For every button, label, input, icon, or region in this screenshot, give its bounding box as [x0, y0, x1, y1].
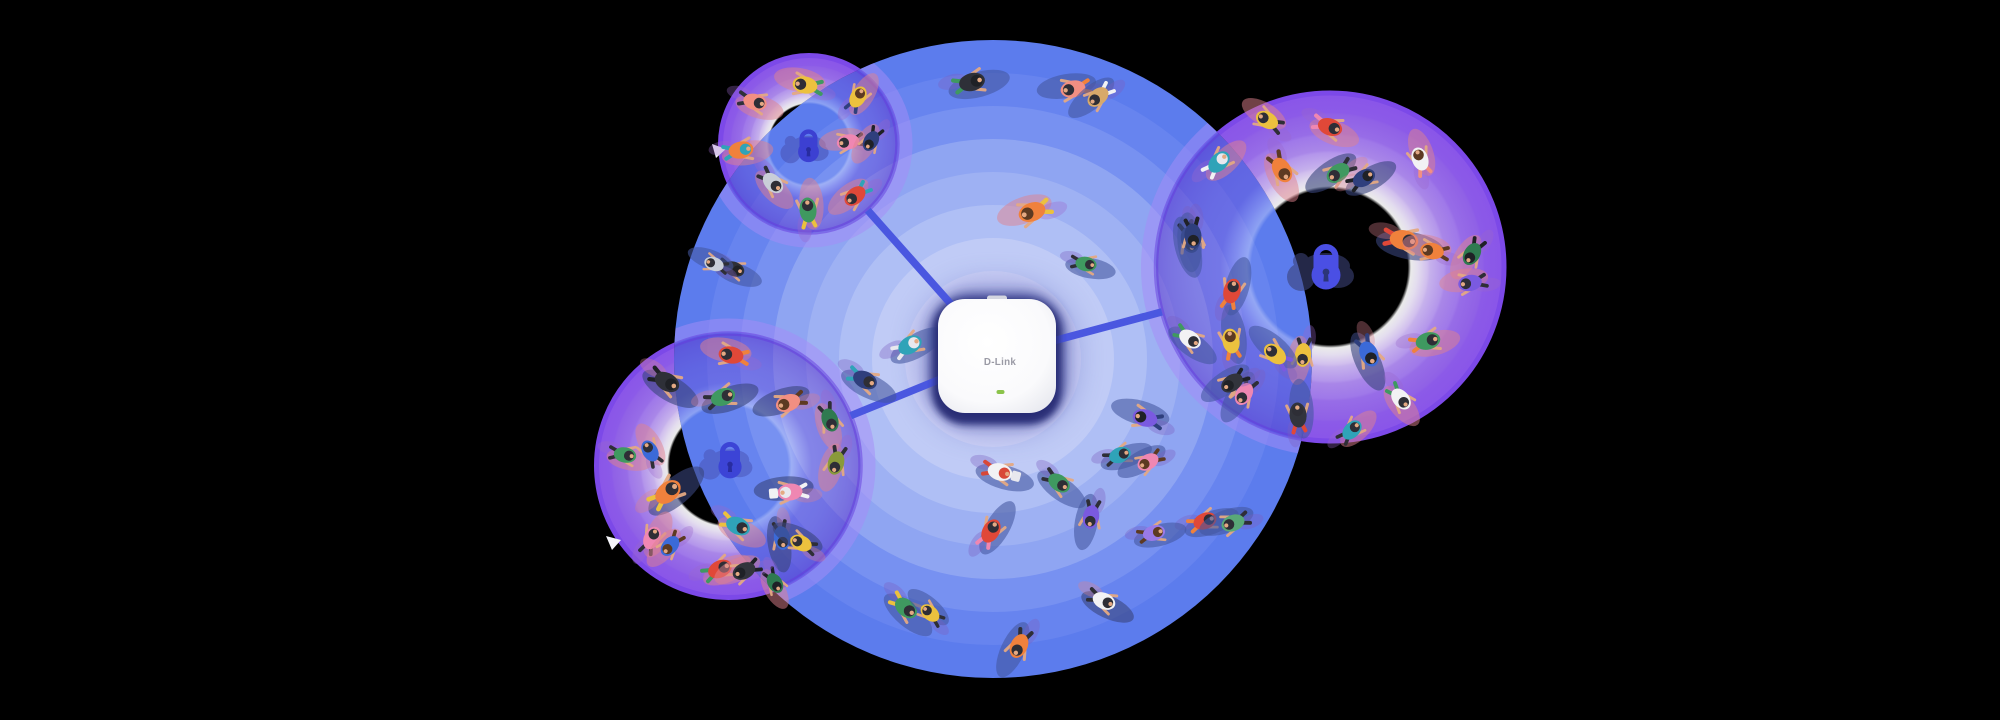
svg-text:D-Link: D-Link: [984, 357, 1017, 368]
